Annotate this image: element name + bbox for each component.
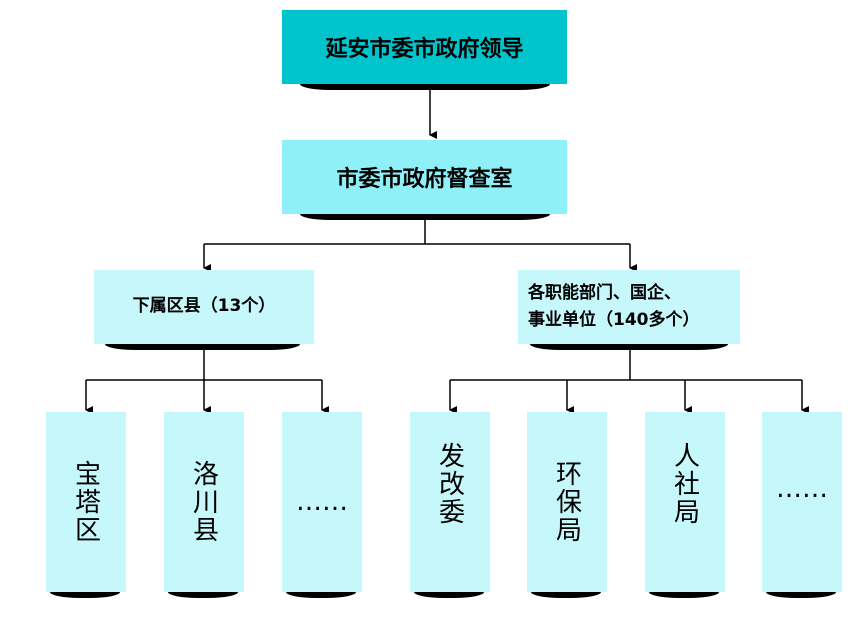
leaf-right-more: …… (762, 412, 842, 592)
leaf-baota-shadow (50, 592, 120, 598)
leaf-baota-label: 宝塔区 (70, 460, 101, 544)
root-node: 延安市委市政府领导 (282, 10, 567, 84)
leaf-fagaiwei: 发改委 (410, 412, 490, 592)
branch-departments: 各职能部门、国企、 事业单位（140多个） (518, 270, 740, 344)
root-shadow (300, 84, 550, 90)
leaf-fagaiwei-shadow (414, 592, 484, 598)
leaf-left-more-shadow (286, 592, 356, 598)
branch-counties-shadow (105, 344, 300, 350)
office-label: 市委市政府督查室 (336, 167, 513, 192)
leaf-luochuan-shadow (168, 592, 238, 598)
branch-departments-line2: 事业单位（140多个） (528, 310, 700, 330)
leaf-left-more-label: …… (296, 487, 348, 517)
branch-counties: 下属区县（13个） (94, 270, 314, 344)
leaf-luochuan: 洛川县 (164, 412, 244, 592)
branch-counties-label: 下属区县（13个） (132, 296, 276, 317)
leaf-renshe-shadow (649, 592, 719, 598)
leaf-left-more: …… (282, 412, 362, 592)
branch-departments-line1: 各职能部门、国企、 (528, 282, 681, 303)
leaf-huanbaoju-shadow (531, 592, 601, 598)
leaf-fagaiwei-label: 发改委 (434, 442, 465, 526)
branch-departments-shadow (530, 344, 728, 350)
office-node: 市委市政府督查室 (282, 140, 567, 214)
leaf-right-more-shadow (766, 592, 836, 598)
leaf-right-more-label: …… (776, 474, 828, 504)
leaf-huanbaoju-label: 环保局 (551, 460, 582, 544)
leaf-renshe-label: 人社局 (669, 442, 700, 526)
leaf-baota: 宝塔区 (46, 412, 126, 592)
leaf-renshe: 人社局 (645, 412, 725, 592)
root-label: 延安市委市政府领导 (325, 37, 524, 62)
leaf-huanbaoju: 环保局 (527, 412, 607, 592)
office-shadow (300, 214, 550, 220)
leaf-luochuan-label: 洛川县 (188, 460, 219, 544)
